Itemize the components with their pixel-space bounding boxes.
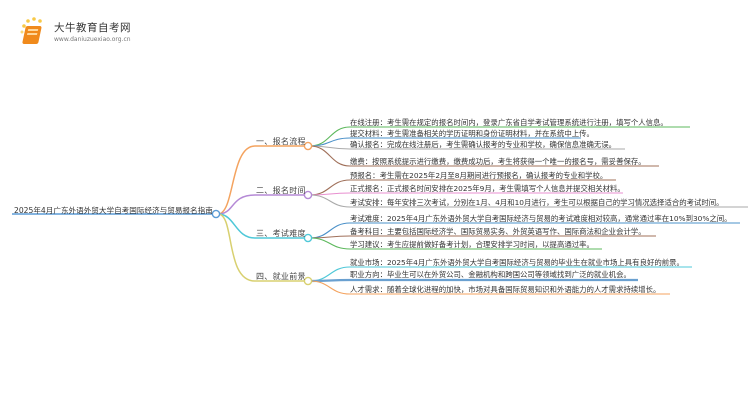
leaf-pre-registration[interactable]: 预报名：考生需在2025年2月至8月期间进行预报名，确认报考的专业和学校。	[350, 171, 608, 180]
book-icon	[20, 17, 42, 44]
branch-exam-difficulty[interactable]: 三、考试难度	[256, 229, 306, 238]
leaf-exam-schedule[interactable]: 考试安排：每年安排三次考试，分别在1月、4月和10月进行，考生可以根据自己的学习…	[350, 198, 724, 207]
leaf-payment[interactable]: 缴费：按照系统提示进行缴费，缴费成功后，考生将获得一个唯一的报名号，需妥善保存。	[350, 157, 646, 166]
logo-url: www.daniuzuexiao.org.cn	[54, 36, 131, 43]
site-logo: 大牛教育自考网 www.daniuzuexiao.org.cn	[18, 14, 178, 54]
leaf-career-direction[interactable]: 职业方向：毕业生可以在外贸公司、金融机构和跨国公司等领域找到广泛的就业机会。	[350, 270, 631, 279]
leaf-formal-registration[interactable]: 正式报名：正式报名时间安排在2025年9月，考生需填写个人信息并提交相关材料。	[350, 184, 625, 193]
root-topic[interactable]: 2025年4月广东外语外贸大学自考国际经济与贸易报名指南	[14, 206, 213, 215]
branch-registration-process[interactable]: 一、报名流程	[256, 137, 306, 146]
leaf-job-market[interactable]: 就业市场：2025年4月广东外语外贸大学自考国际经济与贸易的毕业生在就业市场上具…	[350, 258, 684, 267]
branch-career-prospects[interactable]: 四、就业前景	[256, 272, 306, 281]
leaf-talent-demand[interactable]: 人才需求：随着全球化进程的加快，市场对具备国际贸易知识和外语能力的人才需求持续增…	[350, 285, 661, 294]
branch-registration-time[interactable]: 二、报名时间	[256, 186, 306, 195]
leaf-online-registration[interactable]: 在线注册：考生需在规定的报名时间内，登录广东省自学考试管理系统进行注册，填写个人…	[350, 118, 668, 127]
logo-name: 大牛教育自考网	[54, 22, 131, 34]
leaf-confirm-registration[interactable]: 确认报名：完成在线注册后，考生需确认报考的专业和学校，确保信息准确无误。	[350, 140, 617, 149]
leaf-submit-materials[interactable]: 提交材料：考生需准备相关的学历证明和身份证明材料，并在系统中上传。	[350, 129, 594, 138]
root-node-handle	[211, 209, 221, 219]
leaf-study-advice[interactable]: 学习建议：考生应提前做好备考计划，合理安排学习时间，以提高通过率。	[350, 240, 594, 249]
leaf-exam-subjects[interactable]: 备考科目：主要包括国际经济学、国际贸易实务、外贸英语写作、国际商法和企业会计学。	[350, 227, 646, 236]
leaf-exam-difficulty[interactable]: 考试难度：2025年4月广东外语外贸大学自考国际经济与贸易的考试难度相对较高，通…	[350, 214, 732, 223]
